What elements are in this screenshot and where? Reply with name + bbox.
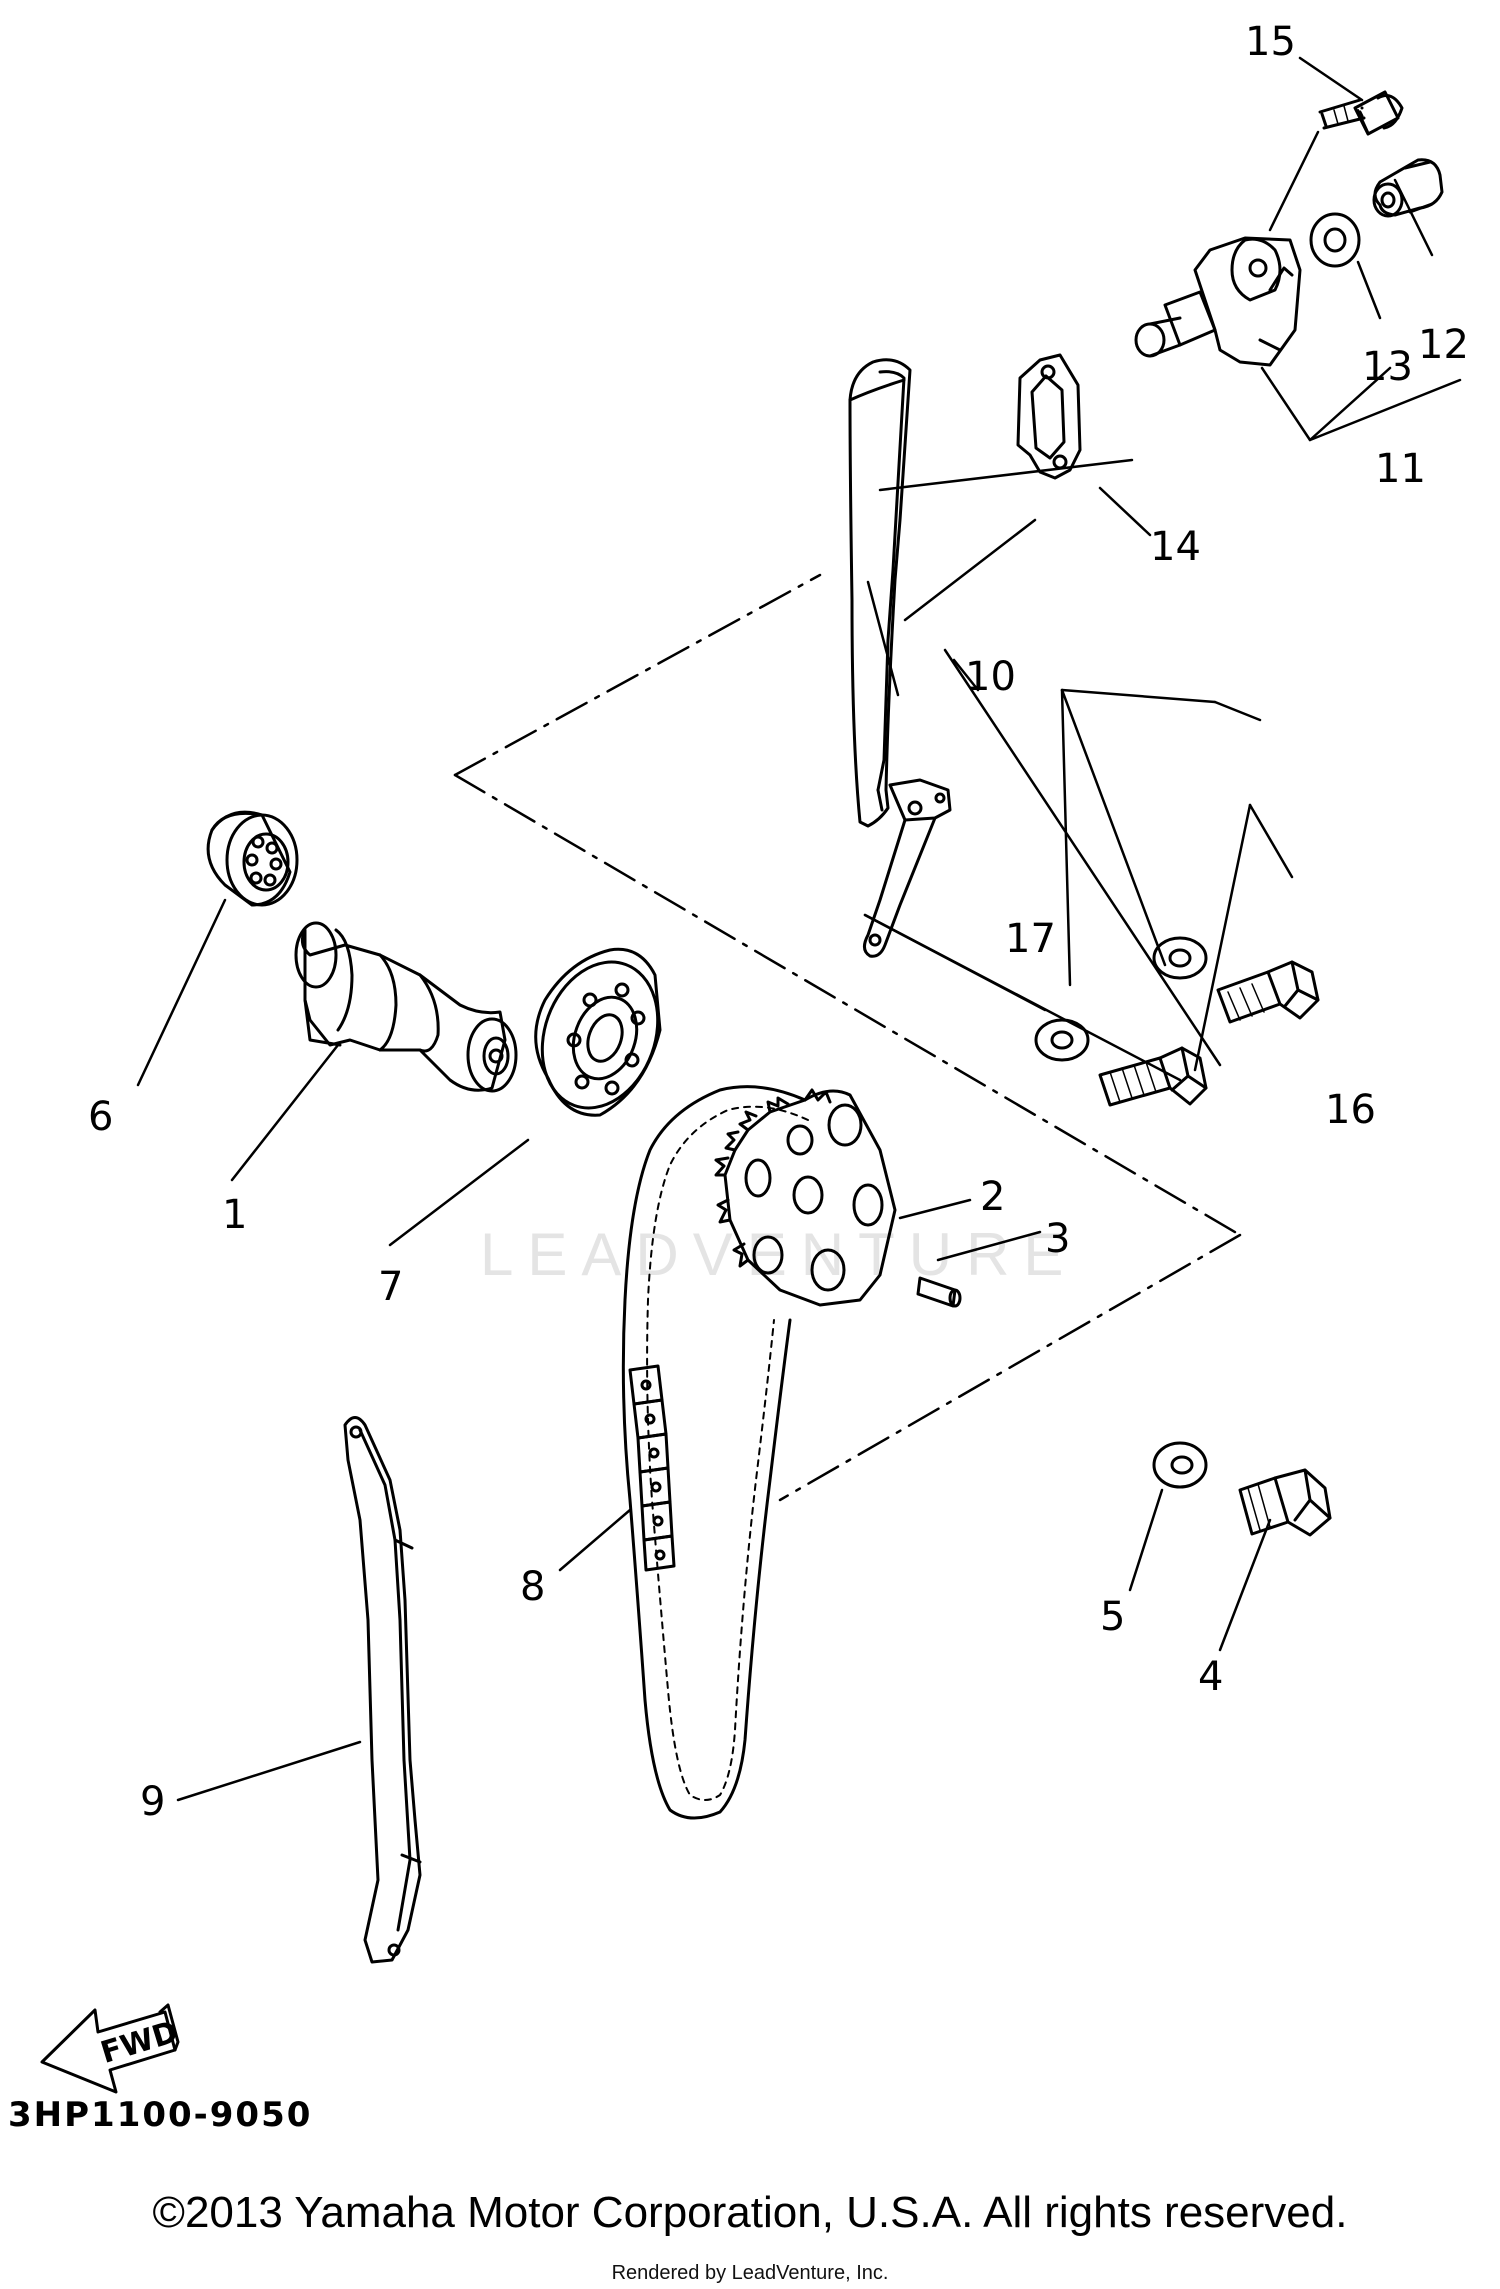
callout-17: 17: [1005, 916, 1056, 962]
callout-10: 10: [965, 654, 1016, 700]
dowel-pin-3: [916, 1276, 962, 1308]
callout-13: 13: [1362, 344, 1413, 390]
callout-7: 7: [378, 1264, 403, 1310]
bearing-7: [534, 947, 662, 1117]
callout-2: 2: [980, 1174, 1005, 1220]
rendered-by-notice: Rendered by LeadVenture, Inc.: [611, 2262, 889, 2284]
assembly-outline: [453, 573, 1242, 1502]
gasket-14: [1016, 353, 1082, 480]
bolt-4: [1238, 1468, 1332, 1537]
callout-3: 3: [1045, 1216, 1070, 1262]
chain-tensioner-11: [1134, 236, 1302, 367]
leader-lines: [136, 56, 1462, 1802]
fwd-arrow-icon: [40, 2003, 180, 2094]
bolt-16-lower: [1098, 1046, 1208, 1107]
callout-1: 1: [222, 1192, 247, 1238]
washer-13: [1309, 212, 1361, 268]
tensioner-guide-10: [848, 358, 952, 958]
callout-8: 8: [520, 1564, 545, 1610]
camshaft-1: [294, 921, 518, 1093]
bolt-15: [1318, 90, 1404, 136]
washer-5: [1152, 1441, 1208, 1489]
camshaft-chain-diagram: 15 12 13 11 14 10 17 16 6 1 7 2 3 5 4 8 …: [40, 19, 1469, 2094]
diagram-code: 3HP1100-9050: [8, 2095, 313, 2135]
callout-14: 14: [1150, 524, 1201, 570]
watermark-text: LEADVENTURE: [480, 1221, 1078, 1288]
callout-11: 11: [1375, 446, 1426, 492]
callout-5: 5: [1100, 1594, 1125, 1640]
callout-6: 6: [88, 1094, 113, 1140]
washer-17-lower: [1034, 1018, 1090, 1062]
callout-9: 9: [140, 1779, 165, 1825]
callout-16: 16: [1325, 1087, 1376, 1133]
cam-chain-8: [621, 1085, 809, 1820]
chain-guide-9: [343, 1416, 422, 1964]
bearing-6: [206, 810, 299, 907]
washer-17-upper: [1152, 936, 1208, 980]
plug-bolt-12: [1372, 158, 1444, 218]
copyright-notice: ©2013 Yamaha Motor Corporation, U.S.A. A…: [152, 2188, 1348, 2237]
bolt-16-upper: [1216, 960, 1320, 1024]
cam-sprocket-2: [714, 1088, 897, 1307]
callout-12: 12: [1418, 322, 1469, 368]
callout-4: 4: [1198, 1654, 1223, 1700]
callout-15: 15: [1245, 19, 1296, 65]
